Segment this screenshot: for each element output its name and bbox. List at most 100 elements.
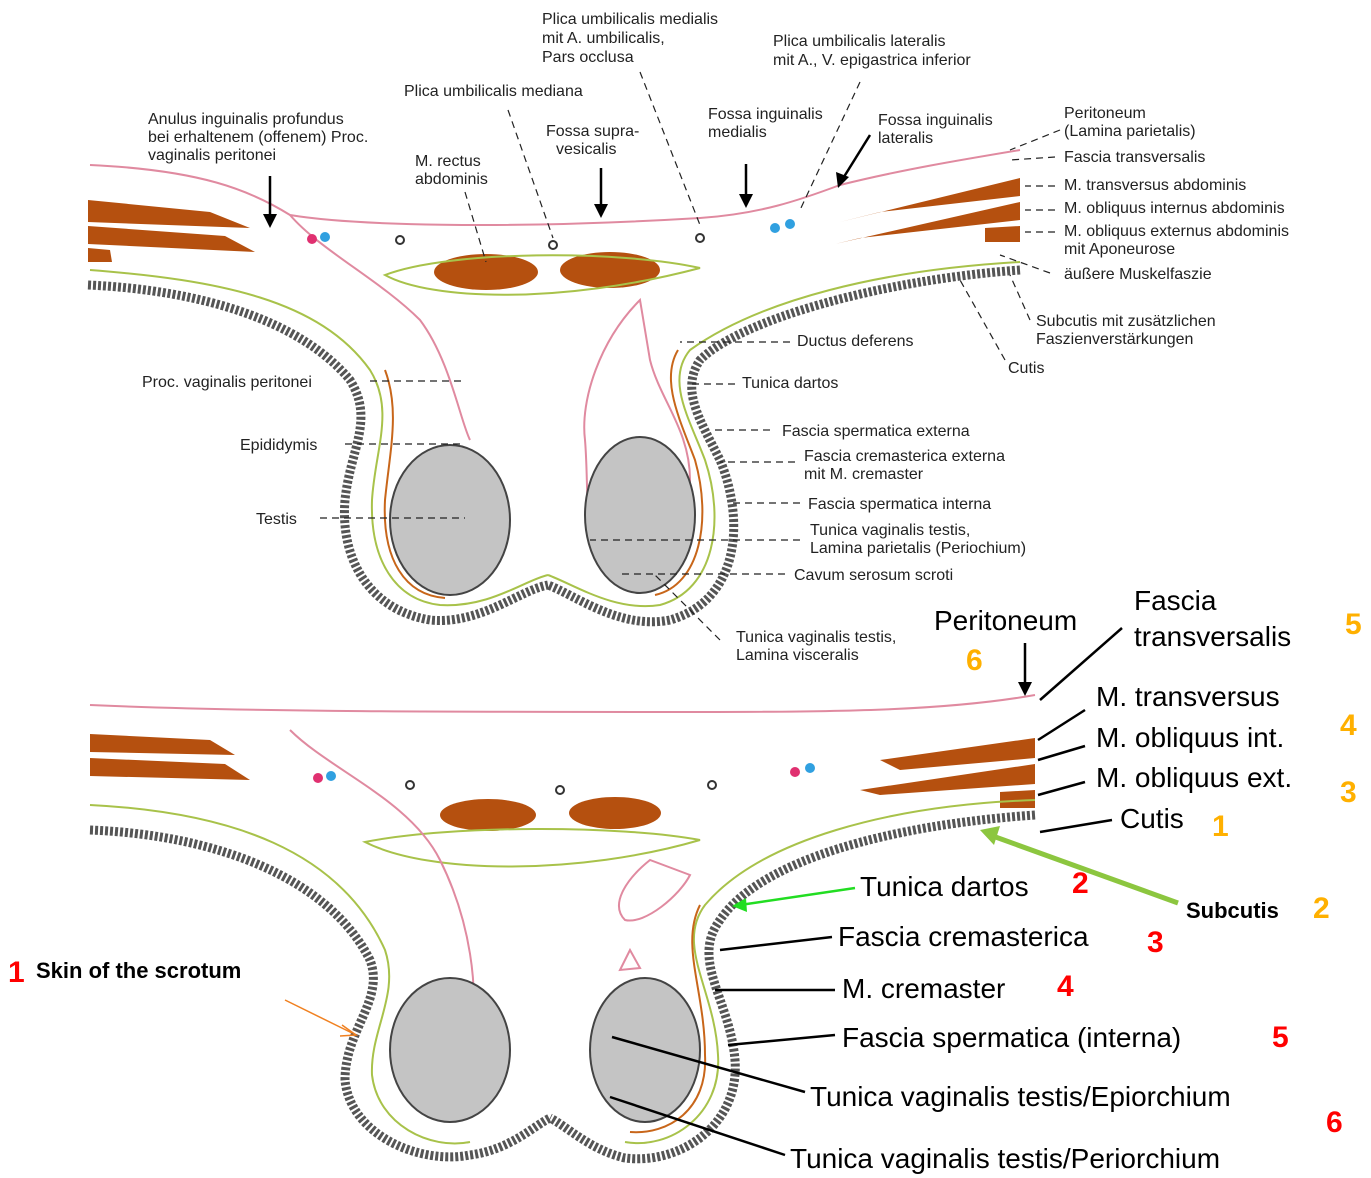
bot-peritoneum-line [90,695,1035,712]
label-cavum: Cavum serosum scroti [794,567,953,584]
bot-num-dartos: 2 [1072,867,1089,900]
bot-num-tvt: 6 [1326,1106,1343,1139]
label-tvt-par-1: Tunica vaginalis testis, [810,522,970,539]
bot-num-m-cremaster: 4 [1057,970,1074,1003]
top-testis-left [390,445,510,595]
label-fascia-crem-2: mit M. cremaster [804,466,924,483]
label-subcutis-2: Faszienverstärkungen [1036,331,1193,348]
top-leader-plica-lat [800,82,860,210]
bot-num-cutis: 1 [1212,810,1229,843]
label-fascia-sperm-int: Fascia spermatica interna [808,496,991,513]
label-anulus-2: bei erhaltenem (offenem) Proc. [148,129,368,146]
label-fossa-med-1: Fossa inguinalis [708,106,823,123]
label-tvt-visc-1: Tunica vaginalis testis, [736,629,896,646]
label-fascia-crem-1: Fascia cremasterica externa [804,448,1005,465]
bottom-diagram: Peritoneum 6 Fascia transversalis 5 M. t… [8,585,1362,1174]
label-tvt-visc-2: Lamina visceralis [736,647,859,664]
label-testis: Testis [256,511,297,528]
bot-num-fascia: 5 [1345,608,1362,641]
bot-arrow-skin [285,1000,352,1033]
bot-muscle-left-1 [90,734,235,755]
top-arrow-supra-head [594,204,608,218]
bot-arrow-fascia-crem [720,937,832,950]
label-plica-med-1: Plica umbilicalis medialis [542,11,718,28]
top-arrow-anulus-head [263,214,277,228]
top-leader-peritoneum [1010,130,1060,150]
bot-muscle-right-2 [860,764,1035,795]
bot-pink-right-1 [619,860,690,921]
top-leader-plica-med [640,72,700,225]
top-muscle-left-2 [88,226,255,252]
bot-label-dartos: Tunica dartos [860,871,1029,902]
bot-muscle-left-2 [90,758,250,780]
label-plica-med-3: Pars occlusa [542,49,634,66]
bot-num-m-transv: 4 [1340,709,1357,742]
label-cutis: Cutis [1008,360,1044,377]
bot-muscle-right-1 [880,738,1035,770]
top-arrow-lateralis-head [836,172,849,188]
label-rectus-1: M. rectus [415,153,481,170]
label-fossa-lat-2: lateralis [878,130,933,147]
top-leader-fascia [1010,157,1055,160]
top-testis-right [585,437,695,593]
bot-label-tvt-epi: Tunica vaginalis testis/Epiorchium [810,1081,1231,1112]
label-plica-lat-2: mit A., V. epigastrica inferior [773,52,971,69]
bot-muscle-right-3 [1000,790,1035,808]
label-epididymis: Epididymis [240,437,317,454]
bot-vessel-red [313,773,323,783]
label-tvt-par-2: Lamina parietalis (Periochium) [810,540,1026,557]
bot-rectus-left [440,799,536,831]
bot-arrow-oblext [1038,782,1085,795]
bot-arrow-transv [1038,710,1085,740]
top-diagram: Plica umbilicalis medialis mit A. umbili… [88,11,1289,664]
bot-label-fascia-2: transversalis [1134,621,1291,652]
bot-vessel-blue [326,771,336,781]
bot-label-subcutis: Subcutis [1186,898,1279,923]
label-aeussere: äußere Muskelfaszie [1064,266,1212,283]
label-fossa-supra-1: Fossa supra- [546,123,639,140]
top-leader-rectus [465,192,486,262]
label-tunica-dartos: Tunica dartos [742,375,838,392]
label-fossa-supra-2: vesicalis [556,141,616,158]
top-leader-subcutis [1010,275,1030,320]
label-peritoneum-2: (Lamina parietalis) [1064,123,1196,140]
label-m-transv: M. transversus abdominis [1064,177,1246,194]
bot-label-tvt-peri: Tunica vaginalis testis/Periorchium [790,1143,1220,1174]
top-vessel-red-r [785,219,795,229]
bot-label-peritoneum: Peritoneum [934,605,1077,636]
bot-pink-right-2 [620,950,640,970]
label-fascia-transv: Fascia transversalis [1064,149,1205,166]
bot-num-sperm: 5 [1272,1021,1289,1054]
top-muscle-right-3 [985,226,1020,242]
bot-testis-right [590,978,700,1122]
label-fossa-lat-1: Fossa inguinalis [878,112,993,129]
bot-umb-1 [406,781,414,789]
bot-label-m-obl-int: M. obliquus int. [1096,722,1284,753]
bot-label-cutis: Cutis [1120,803,1184,834]
label-plica-med-2: mit A. umbilicalis, [542,30,665,47]
bot-arrow-dartos [740,888,855,905]
label-rectus-2: abdominis [415,171,488,188]
label-fossa-med-2: medialis [708,124,767,141]
top-arrow-lateralis [842,135,870,180]
bot-arrow-peri [610,1097,785,1155]
bot-testis-left [390,978,510,1122]
bot-num-fascia-crem: 3 [1147,926,1164,959]
bot-label-m-cremaster: M. cremaster [842,973,1005,1004]
bot-label-sperm: Fascia spermatica (interna) [842,1022,1181,1053]
label-m-obl-int: M. obliquus internus abdominis [1064,200,1285,217]
bot-num-peritoneum: 6 [966,644,983,677]
top-umb-2 [549,241,557,249]
label-m-obl-ext-2: mit Aponeurose [1064,241,1175,258]
bot-arrow-sperm [728,1035,835,1045]
label-subcutis-1: Subcutis mit zusätzlichen [1036,313,1216,330]
top-vessel-red [307,234,317,244]
bot-num-m-obl-ext: 3 [1340,776,1357,809]
label-ductus: Ductus deferens [797,333,914,350]
bot-label-m-transv: M. transversus [1096,681,1280,712]
bot-arrow-subcutis-head [980,826,1000,845]
label-proc-vag: Proc. vaginalis peritonei [142,374,312,391]
top-proc-vaginalis [290,215,470,440]
label-fascia-sperm-ext: Fascia spermatica externa [782,423,970,440]
